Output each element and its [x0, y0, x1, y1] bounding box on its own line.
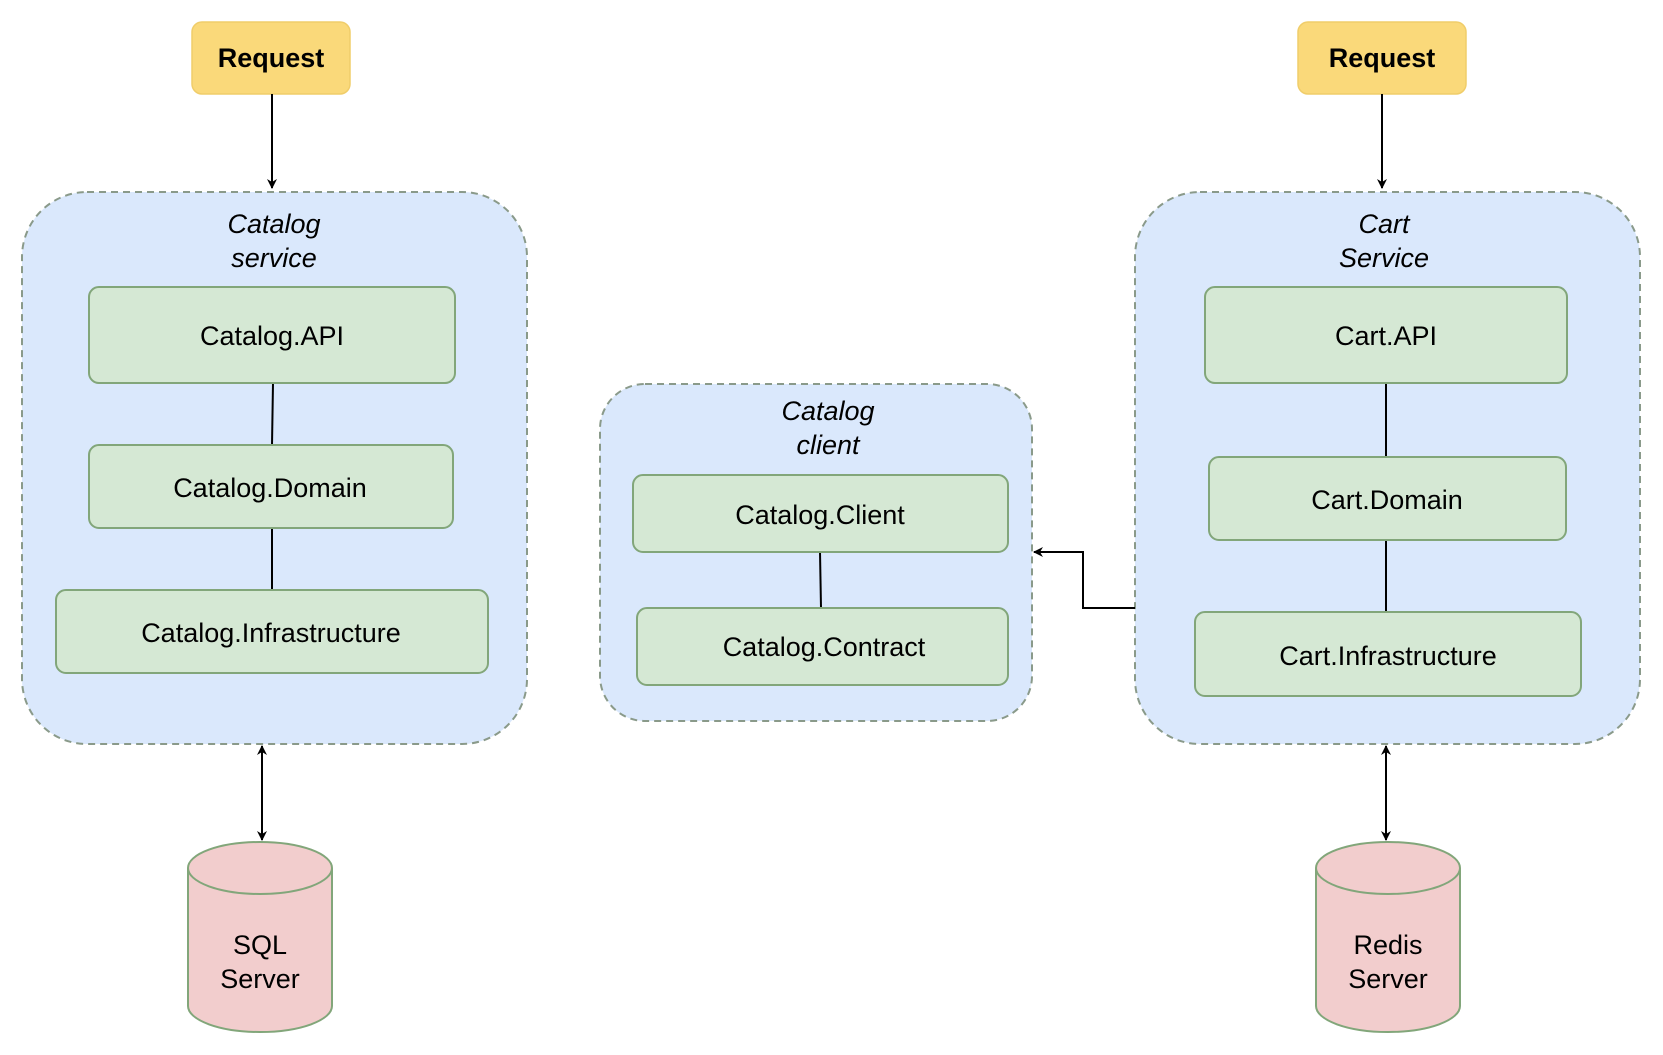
- cart-api-box: Cart.API: [1204, 286, 1568, 384]
- catalog-contract-label: Catalog.Contract: [723, 632, 926, 662]
- request-right-label: Request: [1329, 43, 1436, 73]
- redis-server-label-1: Redis: [1353, 930, 1422, 960]
- request-right: Request: [1297, 21, 1467, 95]
- catalog-infrastructure-box: Catalog.Infrastructure: [55, 589, 489, 674]
- cart-infrastructure-label: Cart.Infrastructure: [1279, 641, 1497, 671]
- catalog-api-label: Catalog.API: [200, 321, 344, 351]
- redis-server-label-2: Server: [1348, 964, 1428, 994]
- catalog-service-title-1: Catalog: [227, 209, 320, 239]
- catalog-service-title-2: service: [231, 243, 317, 273]
- catalog-client-label: Catalog.Client: [735, 500, 905, 530]
- cart-infrastructure-box: Cart.Infrastructure: [1194, 611, 1582, 697]
- sql-server-label-1: SQL: [233, 930, 287, 960]
- cart-service-title-1: Cart: [1358, 209, 1411, 239]
- sql-server-database: SQL Server: [187, 841, 333, 1033]
- catalog-api-domain-connector: [271, 382, 274, 446]
- cart-to-catalog-client-arrow: [1033, 547, 1135, 609]
- catalog-client-title-1: Catalog: [781, 396, 874, 426]
- catalog-client-group: Catalog client Catalog.Client Catalog.Co…: [599, 383, 1033, 722]
- catalog-infrastructure-label: Catalog.Infrastructure: [141, 618, 401, 648]
- redis-server-database: Redis Server: [1315, 841, 1461, 1033]
- sql-server-label-2: Server: [220, 964, 300, 994]
- catalog-contract-box: Catalog.Contract: [636, 607, 1009, 686]
- catalog-domain-box: Catalog.Domain: [88, 444, 454, 529]
- catalog-client-title-2: client: [796, 430, 861, 460]
- request-left-label: Request: [218, 43, 325, 73]
- request-left: Request: [191, 21, 351, 95]
- catalog-client-box: Catalog.Client: [632, 474, 1009, 553]
- catalog-api-box: Catalog.API: [88, 286, 456, 384]
- cart-domain-box: Cart.Domain: [1208, 456, 1567, 541]
- catalog-client-contract-connector: [819, 551, 822, 609]
- cart-api-label: Cart.API: [1335, 321, 1437, 351]
- cart-domain-label: Cart.Domain: [1311, 485, 1463, 515]
- catalog-domain-label: Catalog.Domain: [173, 473, 367, 503]
- cart-service-title-2: Service: [1339, 243, 1429, 273]
- cart-service-group: Cart Service Cart.API Cart.Domain Cart.I…: [1134, 191, 1641, 745]
- catalog-service-group: Catalog service Catalog.API Catalog.Doma…: [21, 191, 528, 745]
